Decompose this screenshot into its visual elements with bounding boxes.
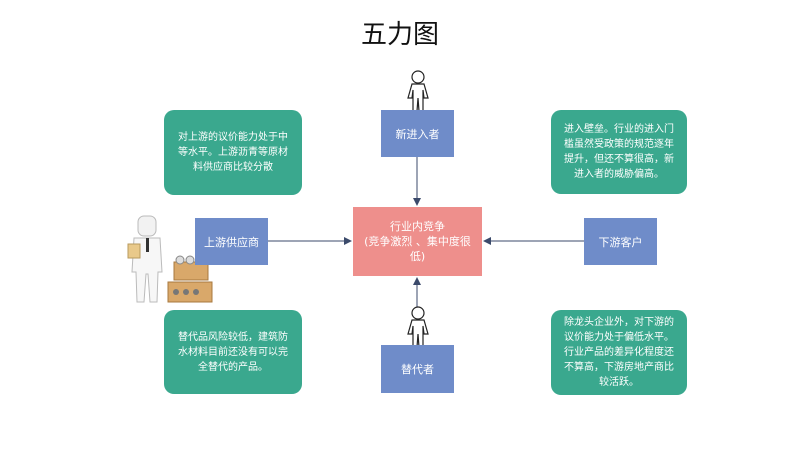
- node-new-entrants[interactable]: 新进入者: [381, 110, 454, 157]
- node-buyers[interactable]: 下游客户: [584, 218, 657, 265]
- supplier-worker-icon: [127, 215, 213, 303]
- note-entry-barrier: 进入壁垒。行业的进入门槛虽然受政策的规范逐年提升，但还不算很高，新进入者的威胁偏…: [551, 110, 687, 194]
- substitute-person-icon: [407, 306, 429, 348]
- new-entrant-person-icon: [407, 70, 429, 112]
- note-top-left-text: 对上游的议价能力处于中等水平。上游沥青等原材料供应商比较分散: [178, 132, 288, 173]
- node-suppliers[interactable]: 上游供应商: [195, 218, 268, 265]
- note-buyer-bargaining: 除龙头企业外，对下游的议价能力处于偏低水平。 行业产品的差异化程度还不算高，下游…: [551, 310, 687, 395]
- note-top-right-text: 进入壁垒。行业的进入门槛虽然受政策的规范逐年提升，但还不算很高，新进入者的威胁偏…: [564, 124, 674, 180]
- center-title: 行业内竞争: [390, 220, 445, 233]
- note-bottom-right-text-1: 除龙头企业外，对下游的议价能力处于偏低水平。: [564, 317, 674, 343]
- center-subtitle: (竞争激烈 、集中度很低): [364, 235, 471, 263]
- note-substitute-risk: 替代品风险较低，建筑防水材料目前还没有可以完全替代的产品。: [164, 310, 302, 394]
- page-title: 五力图: [360, 20, 439, 50]
- note-bottom-right-text-2: 行业产品的差异化程度还不算高，下游房地产商比较活跃。: [564, 347, 674, 388]
- node-industry-competition[interactable]: 行业内竞争 (竞争激烈 、集中度很低): [353, 207, 482, 276]
- note-supplier-bargaining: 对上游的议价能力处于中等水平。上游沥青等原材料供应商比较分散: [164, 110, 302, 195]
- node-substitutes[interactable]: 替代者: [381, 345, 454, 393]
- note-bottom-left-text: 替代品风险较低，建筑防水材料目前还没有可以完全替代的产品。: [178, 331, 288, 373]
